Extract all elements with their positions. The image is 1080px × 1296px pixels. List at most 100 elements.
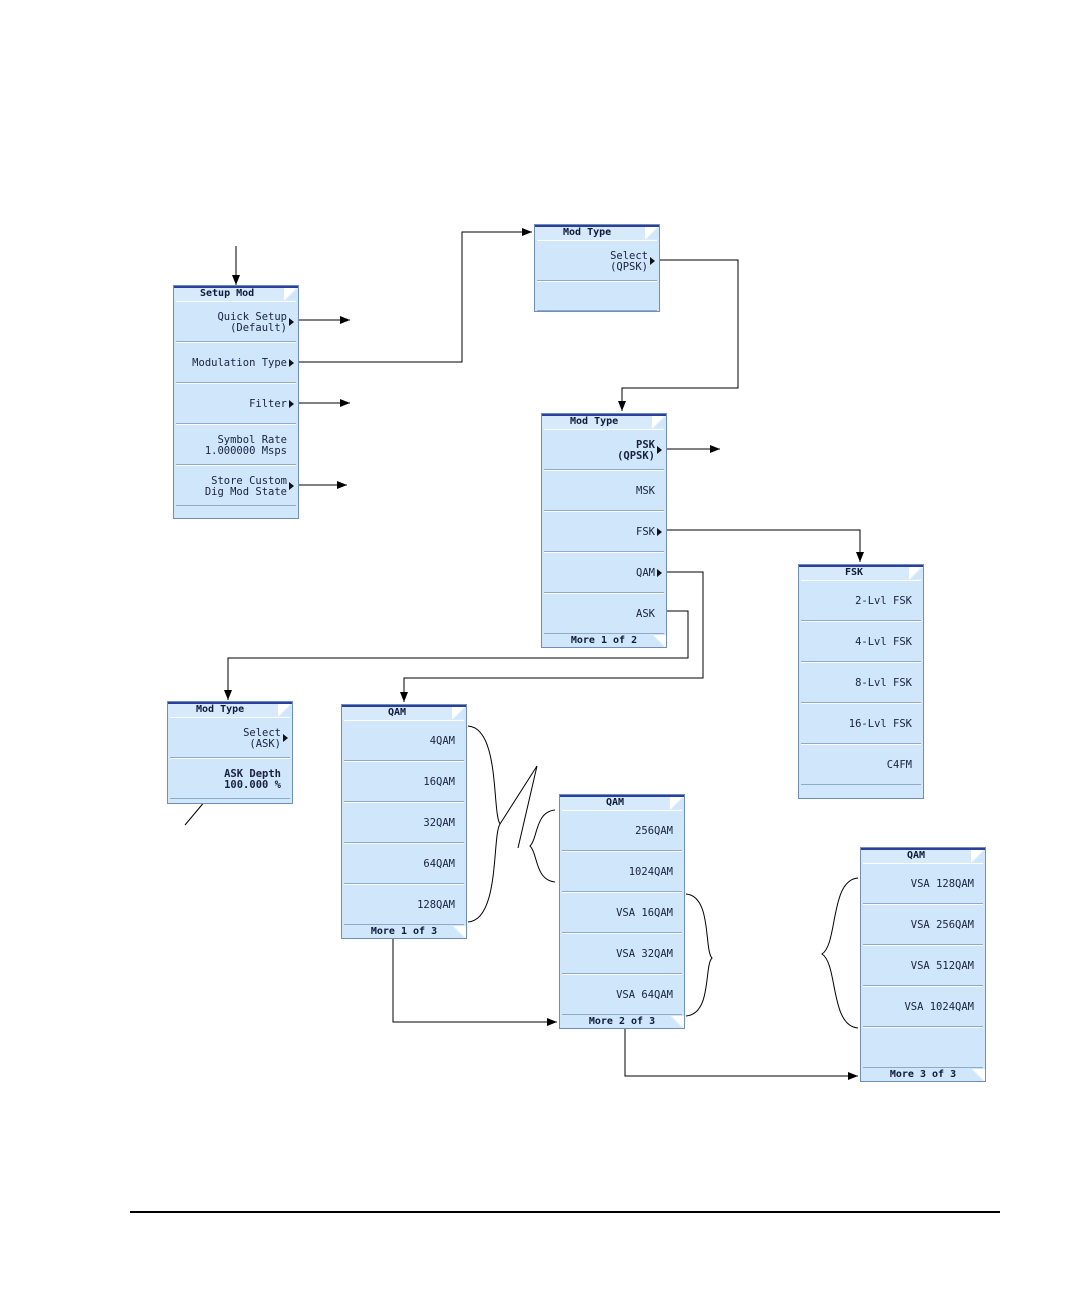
mod-type-list-menu: Mod Type PSK (QPSK) MSK FSK QAM ASK More… — [541, 413, 667, 648]
fsk-arrow — [664, 529, 864, 562]
key-label: VSA 16QAM — [616, 907, 673, 919]
key-label: 16-Lvl FSK — [848, 718, 912, 730]
menu-title: Mod Type — [168, 702, 292, 717]
page-bottom-rule — [130, 1211, 1000, 1213]
more-2-arrow — [624, 1028, 858, 1080]
select-qpsk-key[interactable]: Select (QPSK) — [537, 240, 657, 281]
more-3-of-3[interactable]: More 3 of 3 — [861, 1068, 985, 1081]
modulation-type-key[interactable]: Modulation Type — [176, 342, 296, 383]
key-label: VSA 1024QAM — [904, 1001, 974, 1013]
brace-qam3 — [821, 877, 859, 1029]
ask-mod-type-menu: Mod Type Select (ASK) ASK Depth 100.000 … — [167, 701, 293, 804]
vsa-16qam-key[interactable]: VSA 16QAM — [562, 892, 682, 933]
menu-title: FSK — [799, 565, 923, 580]
psk-key[interactable]: PSK (QPSK) — [544, 429, 664, 470]
brace-qam2-bottom — [685, 893, 713, 1017]
menu-title: QAM — [861, 848, 985, 863]
fsk-4lvl-key[interactable]: 4-Lvl FSK — [801, 621, 921, 662]
key-value: (QPSK) — [617, 450, 655, 462]
quick-setup-key[interactable]: Quick Setup (Default) — [176, 301, 296, 342]
qam-16-key[interactable]: 16QAM — [344, 761, 464, 802]
more-label: More 1 of 2 — [570, 635, 638, 646]
qam-menu-page-3: QAM VSA 128QAM VSA 256QAM VSA 512QAM VSA… — [860, 847, 986, 1082]
symbol-rate-key[interactable]: Symbol Rate 1.000000 Msps — [176, 424, 296, 465]
store-custom-key[interactable]: Store Custom Dig Mod State — [176, 465, 296, 506]
qam-key[interactable]: QAM — [544, 552, 664, 593]
more-1-of-2[interactable]: More 1 of 2 — [542, 634, 666, 647]
more-1-of-3[interactable]: More 1 of 3 — [342, 925, 466, 938]
vsa-512qam-key[interactable]: VSA 512QAM — [863, 945, 983, 986]
mod-type-title: Mod Type — [570, 416, 619, 427]
key-label: 128QAM — [417, 899, 455, 911]
brace-pointer-b — [517, 765, 538, 849]
msk-key[interactable]: MSK — [544, 470, 664, 511]
key-label: FSK — [636, 526, 655, 538]
modulation-type-arrow — [297, 228, 532, 363]
key-label: VSA 512QAM — [910, 960, 974, 972]
ask-key[interactable]: ASK — [544, 593, 664, 634]
select-qpsk-arrow — [618, 259, 739, 411]
fsk-key[interactable]: FSK — [544, 511, 664, 552]
qam-128-key[interactable]: 128QAM — [344, 884, 464, 925]
more-label: More 1 of 3 — [370, 926, 438, 937]
qam-64-key[interactable]: 64QAM — [344, 843, 464, 884]
brace-qam2-top — [529, 809, 556, 883]
key-label: ASK — [636, 608, 655, 620]
key-label: 4QAM — [429, 735, 455, 747]
menu-title: Setup Mod — [174, 286, 298, 301]
ask-arrow — [224, 610, 689, 700]
key-value: 100.000 % — [224, 779, 281, 791]
blank-key[interactable] — [863, 1027, 983, 1068]
setup-mod-menu: Setup Mod Quick Setup (Default) Modulati… — [173, 285, 299, 519]
menu-title: QAM — [342, 705, 466, 720]
vsa-256qam-key[interactable]: VSA 256QAM — [863, 904, 983, 945]
mod-type-title: Mod Type — [196, 704, 245, 715]
key-label: 8-Lvl FSK — [855, 677, 912, 689]
qam-title: QAM — [606, 797, 625, 808]
key-value: 1.000000 Msps — [204, 445, 287, 457]
key-label: 32QAM — [423, 817, 455, 829]
qam-4-key[interactable]: 4QAM — [344, 720, 464, 761]
blank-key[interactable] — [537, 281, 657, 311]
setup-mod-title: Setup Mod — [200, 288, 255, 299]
key-label: Filter — [249, 398, 287, 410]
qam-32-key[interactable]: 32QAM — [344, 802, 464, 843]
menu-title: Mod Type — [542, 414, 666, 429]
qam-menu-page-2: QAM 256QAM 1024QAM VSA 16QAM VSA 32QAM V… — [559, 794, 685, 1029]
vsa-32qam-key[interactable]: VSA 32QAM — [562, 933, 682, 974]
filter-key[interactable]: Filter — [176, 383, 296, 424]
key-value: (QPSK) — [610, 261, 648, 273]
qam-title: QAM — [907, 850, 926, 861]
qam-1024-key[interactable]: 1024QAM — [562, 851, 682, 892]
select-ask-key[interactable]: Select (ASK) — [170, 717, 290, 758]
key-label: 16QAM — [423, 776, 455, 788]
vsa-64qam-key[interactable]: VSA 64QAM — [562, 974, 682, 1015]
key-label: VSA 256QAM — [910, 919, 974, 931]
key-label: C4FM — [886, 759, 912, 771]
fsk-8lvl-key[interactable]: 8-Lvl FSK — [801, 662, 921, 703]
key-label: 256QAM — [635, 825, 673, 837]
fsk-2lvl-key[interactable]: 2-Lvl FSK — [801, 580, 921, 621]
key-label: Select — [243, 727, 281, 739]
more-2-of-3[interactable]: More 2 of 3 — [560, 1015, 684, 1028]
menu-title: Mod Type — [535, 225, 659, 240]
menu-title: QAM — [560, 795, 684, 810]
key-label: ASK Depth — [224, 768, 281, 780]
ask-depth-key[interactable]: ASK Depth 100.000 % — [170, 758, 290, 799]
key-label: Quick Setup — [217, 311, 287, 323]
qam-title: QAM — [388, 707, 407, 718]
key-value: (ASK) — [249, 738, 281, 750]
key-label: VSA 128QAM — [910, 878, 974, 890]
vsa-1024qam-key[interactable]: VSA 1024QAM — [863, 986, 983, 1027]
key-label: Symbol Rate — [217, 434, 287, 446]
key-label: 2-Lvl FSK — [855, 595, 912, 607]
vsa-128qam-key[interactable]: VSA 128QAM — [863, 863, 983, 904]
key-label: VSA 32QAM — [616, 948, 673, 960]
fsk-menu: FSK 2-Lvl FSK 4-Lvl FSK 8-Lvl FSK 16-Lvl… — [798, 564, 924, 799]
qam-256-key[interactable]: 256QAM — [562, 810, 682, 851]
key-label: PSK — [636, 439, 655, 451]
c4fm-key[interactable]: C4FM — [801, 744, 921, 785]
key-label: Store Custom — [211, 475, 287, 487]
fsk-16lvl-key[interactable]: 16-Lvl FSK — [801, 703, 921, 744]
key-label: (Default) — [230, 322, 287, 334]
